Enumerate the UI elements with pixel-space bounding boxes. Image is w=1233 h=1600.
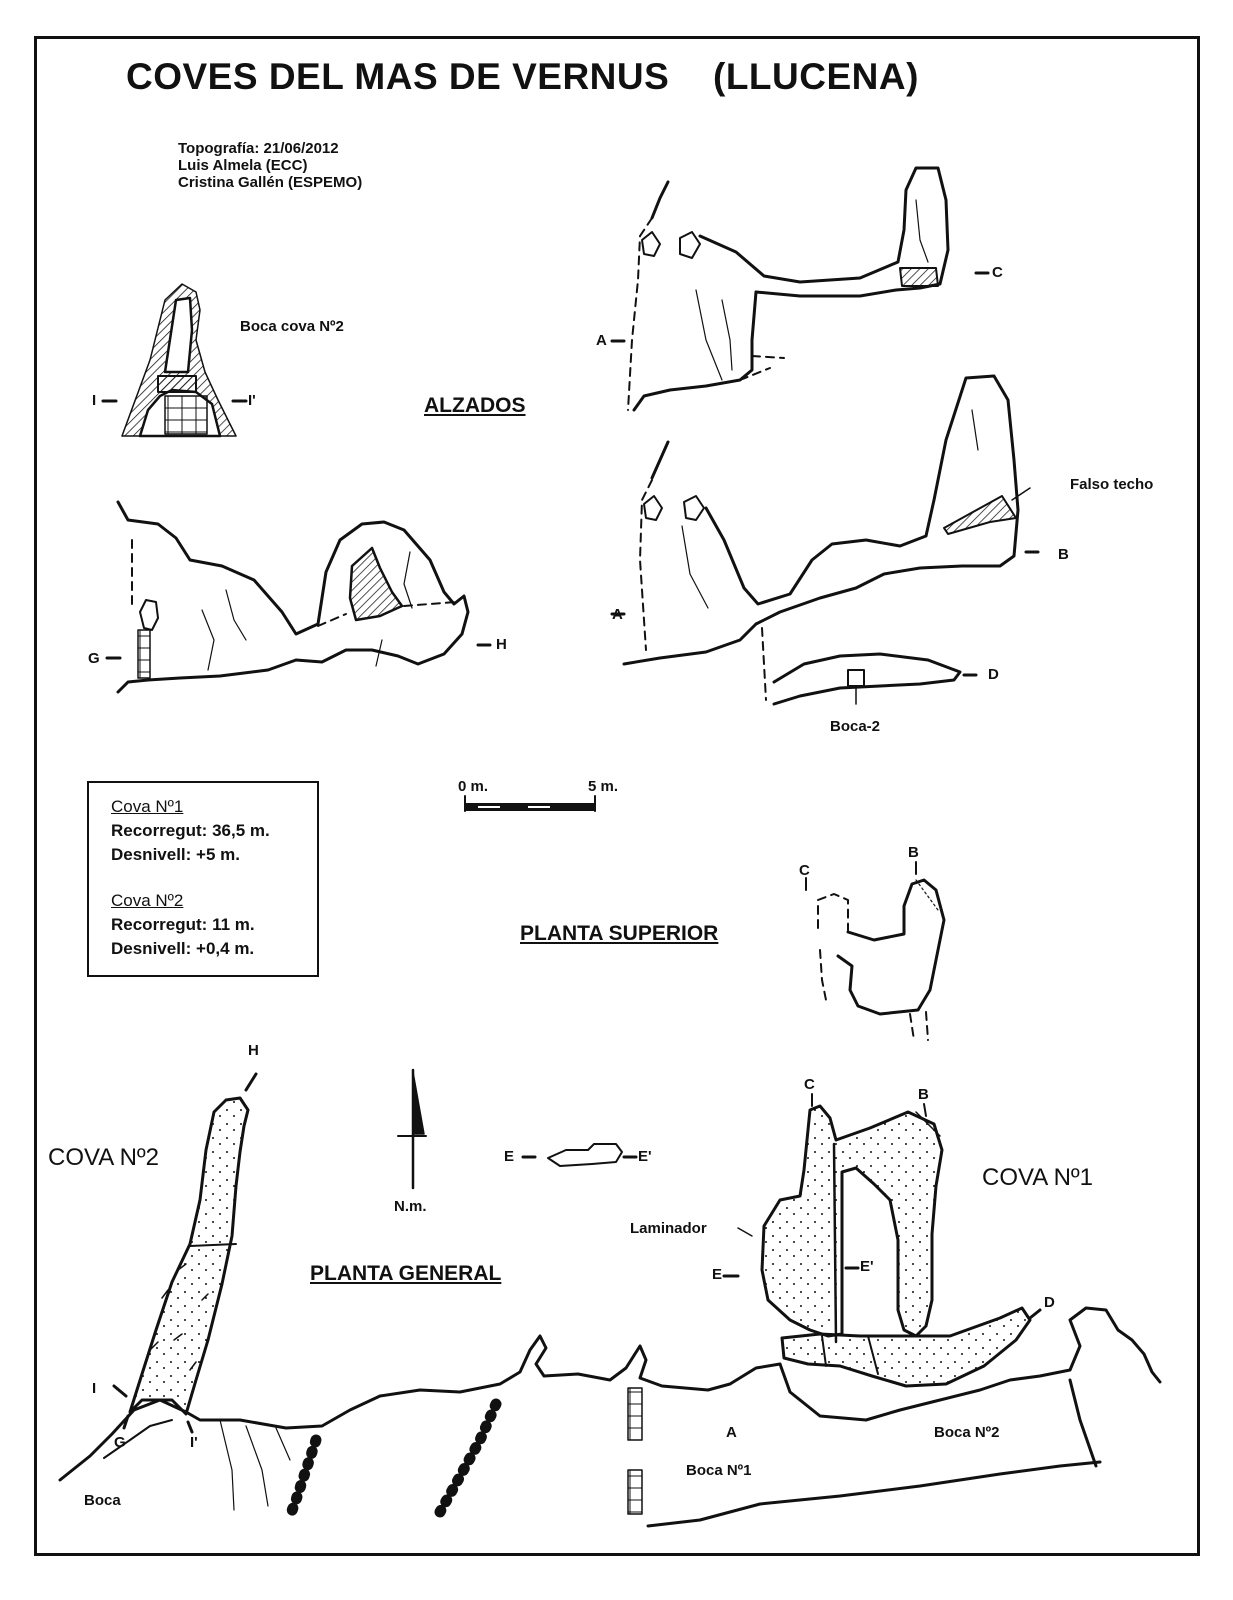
label-boca-cova2: Boca cova Nº2: [240, 318, 344, 335]
scale-zero: 0 m.: [458, 778, 489, 795]
letter-h-plan: H: [248, 1042, 259, 1059]
letter-g-elev: G: [88, 650, 100, 667]
cliff-line: [58, 1306, 1162, 1528]
elevation-a-b: [610, 374, 1040, 701]
section-boca-cova2: [101, 283, 248, 438]
map-frame: [34, 36, 1200, 1556]
stats-cova2-head: Cova Nº2: [111, 891, 184, 910]
letter-e-prime-section: E': [638, 1148, 652, 1165]
letter-a-elev2: A: [612, 606, 623, 623]
label-boca-n1: Boca Nº1: [686, 1462, 752, 1479]
label-laminador: Laminador: [630, 1220, 707, 1237]
letter-c-superior: C: [799, 862, 810, 879]
label-falso-techo: Falso techo: [1070, 476, 1154, 493]
label-boca: Boca: [84, 1492, 121, 1509]
survey-date: Topografía: 21/06/2012: [178, 140, 339, 157]
cova1-plan: [722, 1093, 1042, 1388]
section-planta-superior: PLANTA SUPERIOR: [520, 922, 719, 945]
title-place: (LLUCENA): [713, 56, 919, 97]
north-label: N.m.: [394, 1198, 427, 1215]
title-main: COVES DEL MAS DE VERNUS: [126, 56, 670, 97]
stats-cova1-desnivell: Desnivell: +5 m.: [111, 845, 240, 864]
letter-e-plan: E: [712, 1266, 723, 1283]
cave-stats-box: Cova Nº1 Recorregut: 36,5 m. Desnivell: …: [87, 781, 319, 977]
planta-superior-plan: [805, 861, 946, 1041]
letter-i-prime-plan: I': [190, 1434, 198, 1451]
stats-cova2-desnivell: Desnivell: +0,4 m.: [111, 939, 255, 958]
scale-bar: [464, 795, 596, 812]
title-cova2: COVA Nº2: [48, 1144, 160, 1171]
section-e-e: [521, 1143, 638, 1167]
letter-d-elev: D: [988, 666, 999, 683]
letter-h-elev: H: [496, 636, 507, 653]
letter-i-top: I: [92, 392, 97, 409]
credit-author-2: Cristina Gallén (ESPEMO): [178, 174, 363, 191]
cova2-plan: [112, 1072, 258, 1434]
label-boca-2: Boca-2: [830, 718, 881, 735]
letter-b-elev2: B: [1058, 546, 1069, 563]
letter-i-plan: I: [92, 1380, 97, 1397]
stats-cova1-recorregut: Recorregut: 36,5 m.: [111, 821, 270, 840]
letter-c-plan: C: [804, 1076, 815, 1093]
letter-a-elev1: A: [596, 332, 607, 349]
letter-e-prime-plan: E': [860, 1258, 874, 1275]
elevation-a-c: [610, 166, 990, 412]
elevation-d: [772, 652, 978, 706]
letter-i-prime-top: I': [248, 392, 256, 409]
scale-five: 5 m.: [588, 778, 619, 795]
title-cova1: COVA Nº1: [982, 1164, 1094, 1191]
letter-g-plan: G: [114, 1434, 126, 1451]
letter-a-plan: A: [726, 1424, 737, 1441]
elevation-g-h: [105, 500, 492, 694]
stats-cova2-recorregut: Recorregut: 11 m.: [111, 915, 255, 934]
letter-c-elev1: C: [992, 264, 1003, 281]
section-planta-general: PLANTA GENERAL: [310, 1262, 502, 1285]
letter-e-section: E: [504, 1148, 515, 1165]
label-boca-n2: Boca Nº2: [934, 1424, 1000, 1441]
letter-b-plan: B: [918, 1086, 929, 1103]
stats-cova1-head: Cova Nº1: [111, 797, 184, 816]
credit-author-1: Luis Almela (ECC): [178, 157, 308, 174]
section-alzados: ALZADOS: [424, 394, 526, 417]
letter-b-superior: B: [908, 844, 919, 861]
north-arrow: [397, 1068, 427, 1190]
letter-d-plan: D: [1044, 1294, 1055, 1311]
